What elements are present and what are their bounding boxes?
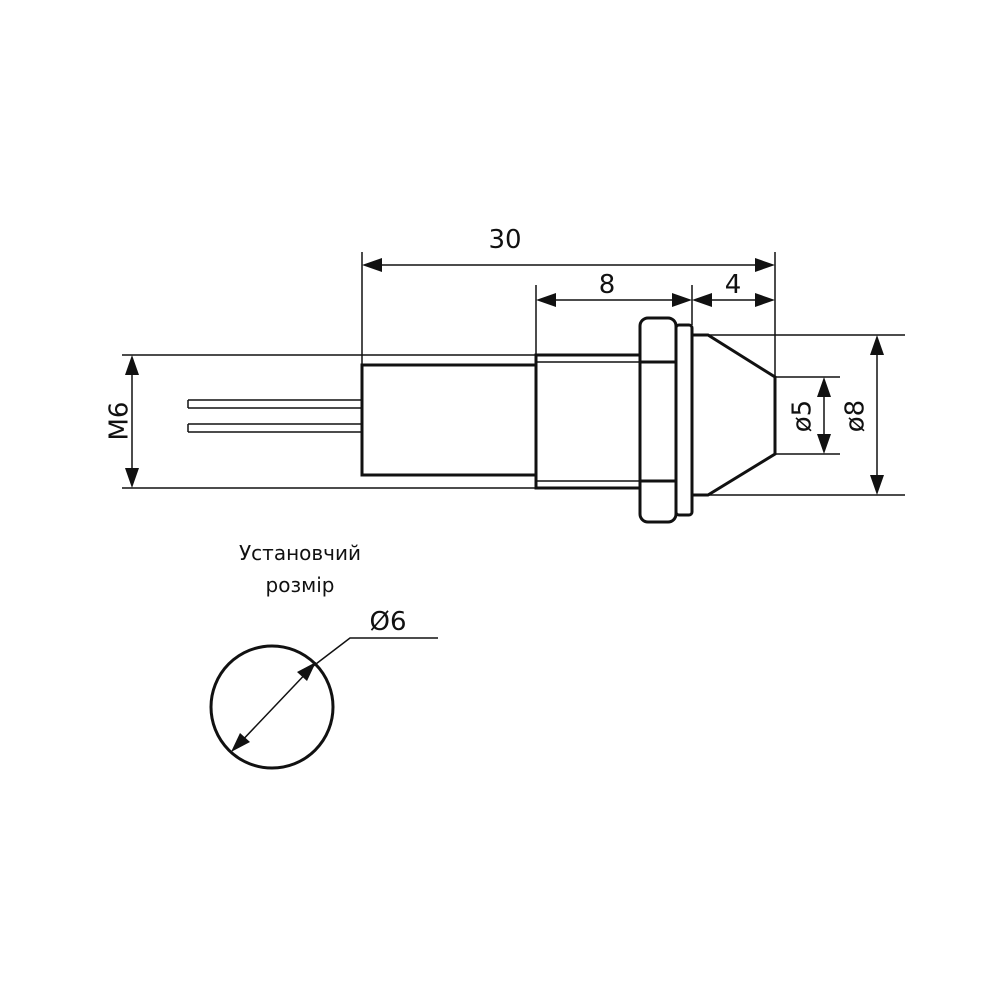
indicator-body [187, 316, 777, 524]
dimension-thread: M6 [105, 354, 536, 489]
mounting-hole-circle [209, 644, 335, 770]
threaded-sleeve [534, 353, 642, 490]
dimension-body-length: 8 [535, 270, 693, 355]
conical-lens [690, 333, 777, 497]
mounting-caption-line2: розмір [266, 573, 335, 597]
flange [674, 323, 694, 517]
lens-length-label: 4 [725, 270, 742, 300]
rear-body [360, 363, 538, 477]
lens-outer-diameter-label: ø8 [841, 400, 871, 432]
thread-label: M6 [105, 402, 135, 441]
hole-diameter-label: Ø6 [369, 607, 406, 637]
body-length-label: 8 [599, 270, 616, 300]
leader-line [311, 637, 438, 668]
dimension-total-length: 30 [361, 225, 776, 377]
total-length-label: 30 [488, 225, 521, 255]
dimension-lens-inner: ø5 [775, 376, 840, 455]
lens-inner-diameter-label: ø5 [788, 400, 818, 432]
mounting-caption-line1: Установчий [239, 541, 361, 565]
dimension-lens-outer: ø8 [708, 334, 905, 496]
dimension-lens-length: 4 [692, 270, 775, 307]
mounting-hole-detail: Установчий розмір Ø6 [209, 541, 438, 770]
hex-nut [638, 316, 678, 524]
